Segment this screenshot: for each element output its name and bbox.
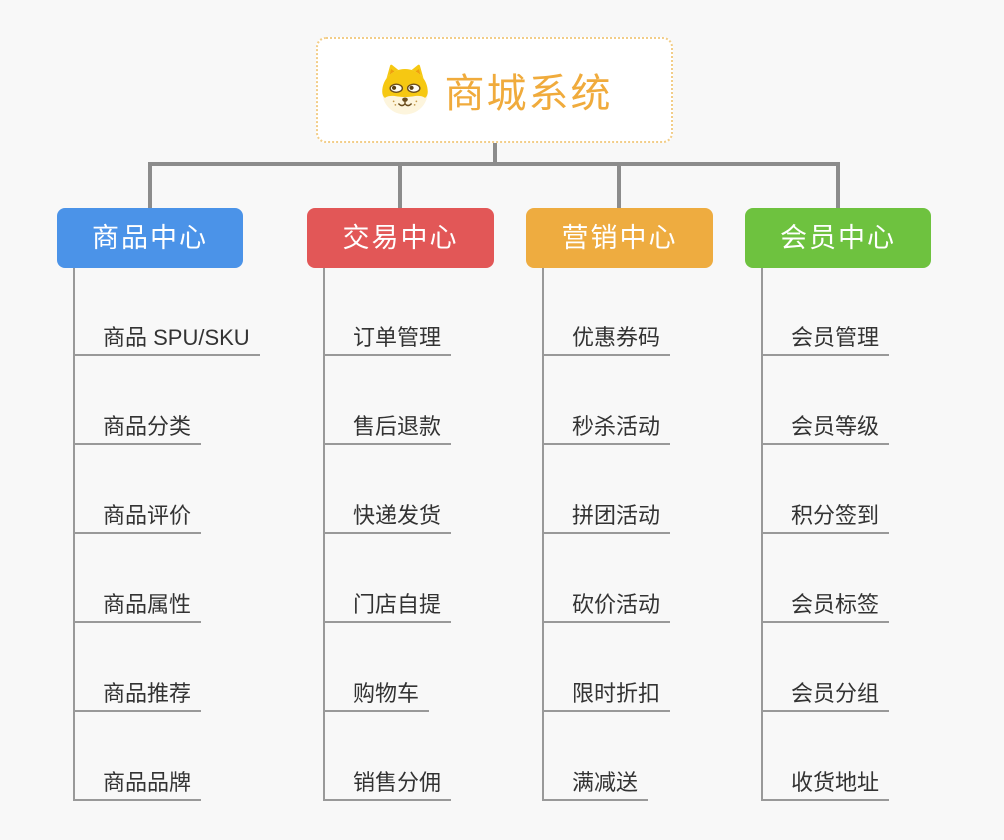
leaf-item[interactable]: 收货地址 [761,764,890,801]
leaf-item[interactable]: 会员标签 [761,586,890,623]
leaf-item[interactable]: 满减送 [542,764,649,801]
branch-header-trade-center[interactable]: 交易中心 [307,208,494,268]
leaf-item[interactable]: 商品品牌 [73,764,202,801]
leaf-item[interactable]: 砍价活动 [542,586,671,623]
leaf-item[interactable]: 商品属性 [73,586,202,623]
leaf-item[interactable]: 会员等级 [761,408,890,445]
doge-face-icon [381,64,428,115]
leaf-item[interactable]: 拼团活动 [542,497,671,534]
leaf-item[interactable]: 积分签到 [761,497,890,534]
branch-trunk-line [761,268,763,801]
leaf-item[interactable]: 销售分佣 [323,764,452,801]
leaf-item[interactable]: 优惠券码 [542,319,671,356]
leaf-item[interactable]: 商品分类 [73,408,202,445]
leaf-item[interactable]: 限时折扣 [542,675,671,712]
leaf-item[interactable]: 商品 SPU/SKU [73,319,260,356]
leaf-item[interactable]: 会员管理 [761,319,890,356]
leaf-item[interactable]: 商品推荐 [73,675,202,712]
root-node[interactable]: 商城系统 [316,37,673,143]
leaf-item[interactable]: 购物车 [323,675,430,712]
branch-trunk-line [542,268,544,801]
leaf-item[interactable]: 商品评价 [73,497,202,534]
leaf-item[interactable]: 订单管理 [323,319,452,356]
branch-header-member-center[interactable]: 会员中心 [745,208,931,268]
leaf-item[interactable]: 快递发货 [323,497,452,534]
root-title: 商城系统 [444,72,613,116]
branch-header-marketing-center[interactable]: 营销中心 [526,208,713,268]
branch-header-product-center[interactable]: 商品中心 [57,208,243,268]
leaf-item[interactable]: 售后退款 [323,408,452,445]
branch-trunk-line [73,268,75,801]
branch-trunk-line [323,268,325,801]
leaf-item[interactable]: 秒杀活动 [542,408,671,445]
leaf-item[interactable]: 门店自提 [323,586,452,623]
leaf-item[interactable]: 会员分组 [761,675,890,712]
